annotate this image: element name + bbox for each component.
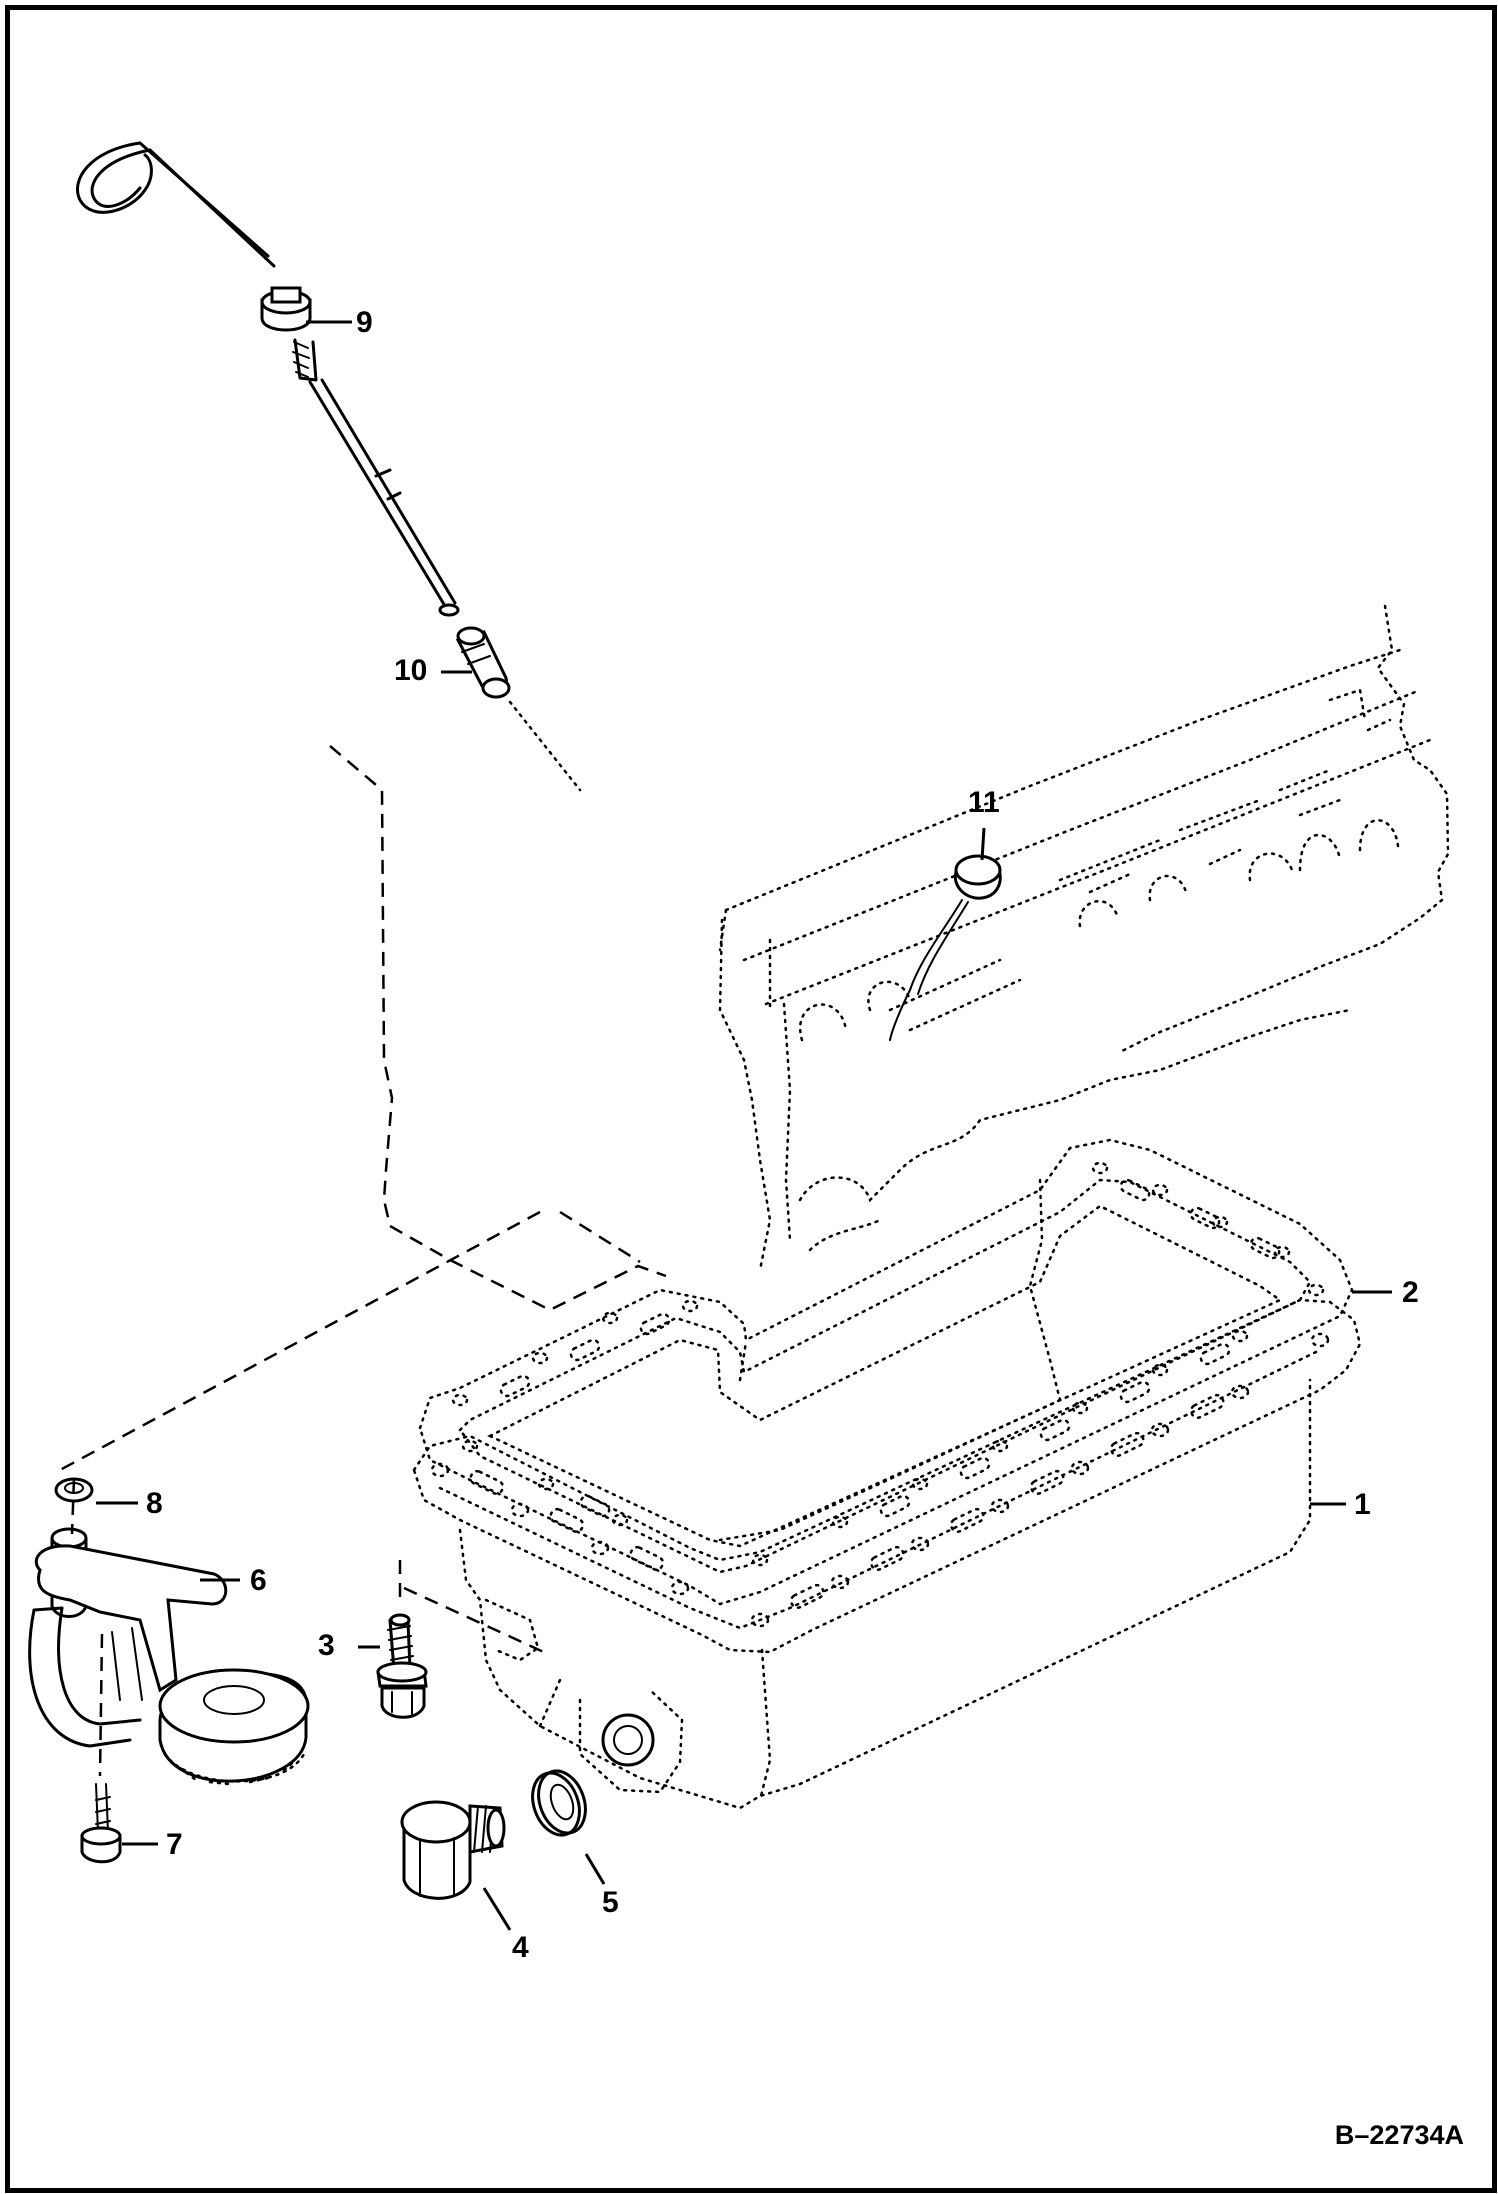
cap: [889, 854, 1002, 1041]
callout-washer: 5: [602, 1886, 619, 1919]
drain-plug: [400, 1800, 506, 1900]
callout-strainer: 6: [250, 1564, 267, 1597]
dipstick: [76, 141, 460, 617]
engine-block-outline: [718, 604, 1450, 1272]
callout-gasket: 2: [1402, 1276, 1419, 1309]
gasket: [418, 1138, 1354, 1606]
callout-drain-plug: 4: [512, 1931, 529, 1964]
callout-cap: 11: [968, 786, 1000, 819]
callout-dipstick: 9: [356, 306, 373, 339]
bolt: [376, 1613, 428, 1719]
strainer-bolt: [80, 1783, 122, 1864]
callout-o-ring: 8: [146, 1487, 163, 1520]
callout-leaders: [96, 320, 1392, 1931]
callout-strainer-bolt: 7: [166, 1828, 183, 1861]
oil-pan: [412, 1298, 1362, 1810]
diagram-frame: [5, 5, 1497, 2193]
washer: [531, 1769, 587, 1837]
engine-outline-left: [59, 745, 667, 1472]
strainer: [28, 1527, 310, 1786]
reference-code: B–22734A: [1334, 2120, 1464, 2150]
assembly-leaders: [70, 1477, 549, 1777]
callout-dipstick-guide: 10: [394, 654, 428, 687]
callout-oil-pan: 1: [1354, 1488, 1371, 1521]
callout-bolt: 3: [318, 1629, 335, 1662]
dipstick-guide: [455, 626, 582, 792]
